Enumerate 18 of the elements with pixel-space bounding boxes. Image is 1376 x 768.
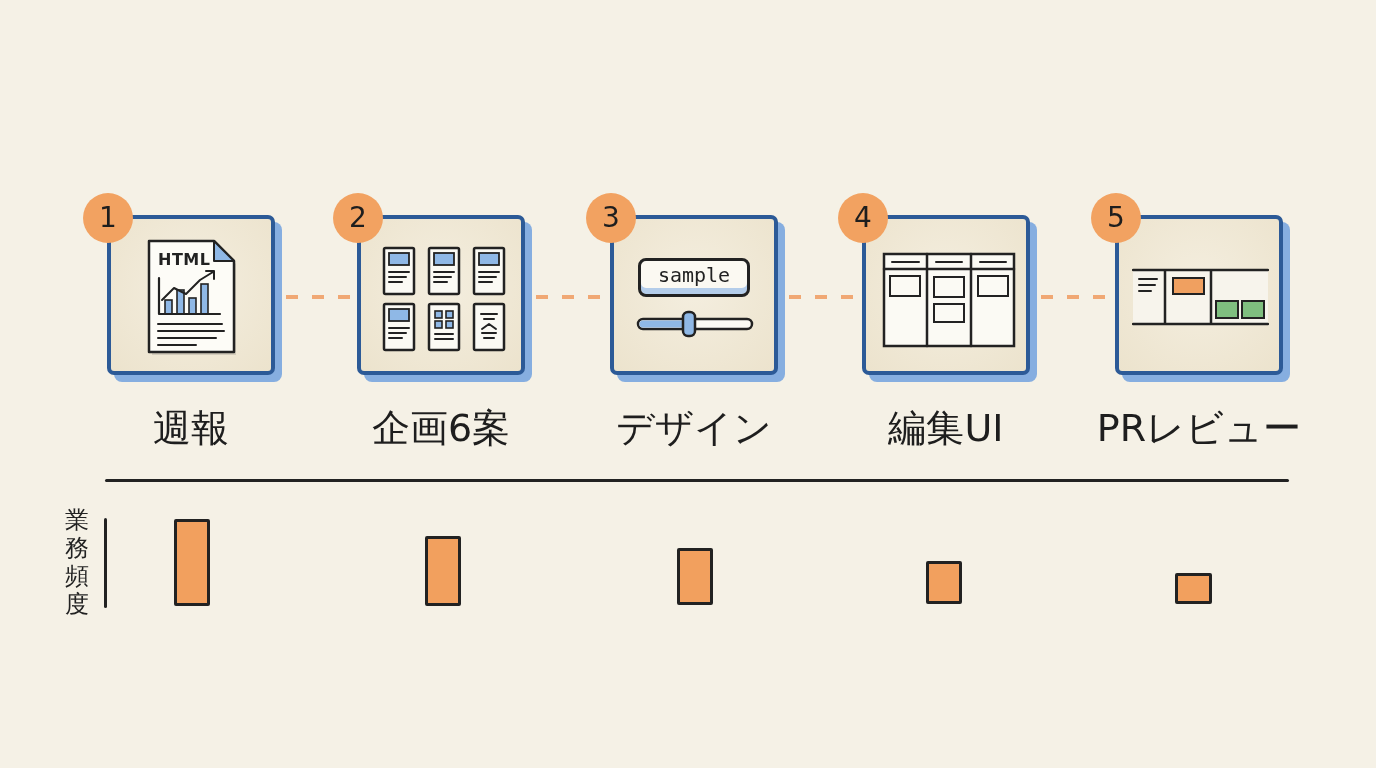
bar [1175, 573, 1212, 604]
node-label: PRレビュー [1096, 405, 1302, 451]
document-heading: HTML [158, 251, 211, 269]
axis-title: 業務頻度 [64, 506, 90, 618]
step-badge: 4 [838, 193, 888, 243]
step-badge: 5 [1091, 193, 1141, 243]
bar [677, 548, 713, 605]
bar [926, 561, 962, 604]
node-label: 企画6案 [371, 405, 511, 451]
node-label: 編集UI [888, 405, 1004, 451]
step-badge: 1 [83, 193, 133, 243]
step-badge: 3 [586, 193, 636, 243]
button: sample [638, 258, 750, 297]
step-badge: 2 [333, 193, 383, 243]
node-label: 週報 [153, 405, 229, 451]
bar [425, 536, 461, 606]
node-label: デザイン [616, 405, 772, 451]
bar [174, 519, 210, 606]
